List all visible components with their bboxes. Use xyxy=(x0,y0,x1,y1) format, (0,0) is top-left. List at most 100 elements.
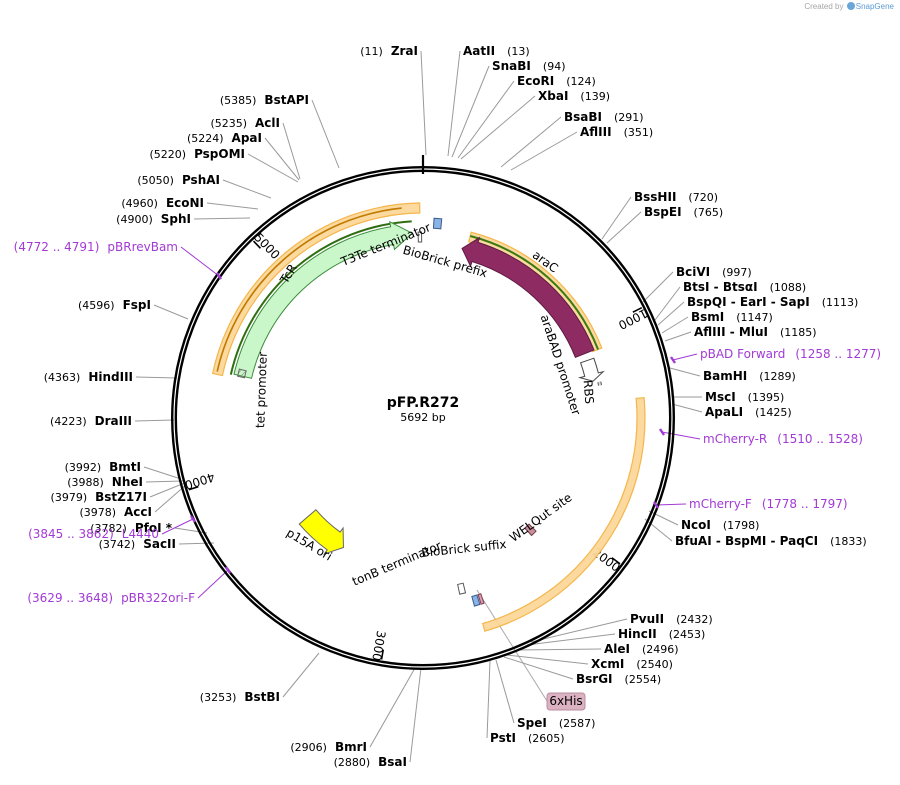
primer-name: L4440 xyxy=(122,527,159,541)
restriction-site-name: BciVI xyxy=(676,265,710,279)
restriction-site-position: (1798) xyxy=(723,519,760,532)
restriction-site-name: BstZ17I xyxy=(95,490,147,504)
feature-araC xyxy=(461,236,595,359)
restriction-site-position: (1395) xyxy=(748,391,785,404)
restriction-site-name: AleI xyxy=(604,642,630,656)
restriction-site-name: AflIII - MluI xyxy=(694,325,768,339)
restriction-site-name: SpeI xyxy=(517,716,547,730)
site-leader-line xyxy=(510,131,578,171)
restriction-site-name: PshAI xyxy=(182,173,220,187)
restriction-site-position: (3988) xyxy=(67,476,104,489)
restriction-site-position: (1289) xyxy=(759,370,796,383)
restriction-site-label: EcoNI(4960) xyxy=(121,196,204,210)
site-leader-line xyxy=(601,196,632,240)
restriction-site-name: BspEI xyxy=(644,205,682,219)
scale-tick xyxy=(252,240,262,249)
restriction-site-name: FspI xyxy=(123,298,151,312)
restriction-site-position: (5224) xyxy=(187,132,224,145)
restriction-site-label: BstZ17I (3979) xyxy=(51,490,147,504)
restriction-site-position: (3782) xyxy=(90,522,127,535)
site-leader-line xyxy=(654,286,681,321)
primer-label: pBRrevBam(4772 .. 4791) xyxy=(14,240,178,254)
restriction-site-label: AleI(2496) xyxy=(604,642,679,656)
restriction-site-name: AflIII xyxy=(580,125,612,139)
restriction-site-position: (765) xyxy=(694,206,724,219)
restriction-site-name: ZraI xyxy=(391,44,418,58)
restriction-site-label: BspQI - EarI - SapI(1113) xyxy=(687,295,858,309)
tcr-orf-line xyxy=(229,220,412,375)
restriction-site-position: (2906) xyxy=(290,741,327,754)
restriction-site-label: ApaI (5224) xyxy=(187,131,262,145)
restriction-site-position: (124) xyxy=(566,75,596,88)
site-leader-line xyxy=(264,137,300,181)
restriction-site-name: AatII xyxy=(463,44,495,58)
site-leader-line xyxy=(134,419,175,422)
restriction-site-label: BspEI (765) xyxy=(644,205,723,219)
restriction-site-label: PspOMI(5220) xyxy=(149,147,245,161)
restriction-site-position: (3979) xyxy=(51,491,88,504)
restriction-site-name: ApaI xyxy=(232,131,262,145)
restriction-site-label: XcmI(2540) xyxy=(591,657,673,671)
restriction-site-label: SnaBI(94) xyxy=(492,59,566,73)
restriction-site-position: (1833) xyxy=(830,535,867,548)
restriction-site-position: (4900) xyxy=(116,213,153,226)
scale-tick-label: 4000 xyxy=(183,470,216,492)
restriction-site-name: MscI xyxy=(705,390,736,404)
site-leader-line xyxy=(143,466,182,480)
site-leader-line xyxy=(282,652,320,698)
restriction-site-label: BsaI(2880) xyxy=(334,755,407,769)
restriction-site-label: XbaI(139) xyxy=(538,89,610,103)
restriction-site-position: (11) xyxy=(360,45,383,58)
restriction-site-label: PvuII(2432) xyxy=(630,612,713,626)
restriction-site-name: BfuAI - BspMI - PaqCI xyxy=(675,534,818,548)
restriction-site-label: NheI(3988) xyxy=(67,475,143,489)
restriction-site-position: (2605) xyxy=(528,732,565,745)
site-leader-line xyxy=(671,403,703,413)
site-leader-line xyxy=(657,301,685,326)
araC-orf-line xyxy=(469,235,600,350)
restriction-site-label: FspI (4596) xyxy=(78,298,151,312)
site-leader-line xyxy=(247,153,299,183)
scale-tick xyxy=(188,485,199,491)
restriction-site-label: BmrI(2906) xyxy=(290,740,367,754)
restriction-site-label: BtsI - BtsαI(1088) xyxy=(683,280,806,294)
site-leader-line xyxy=(661,316,689,334)
restriction-site-name: HindIII xyxy=(88,370,133,384)
restriction-site-position: (4960) xyxy=(121,197,158,210)
restriction-site-label: BciVI(997) xyxy=(676,265,752,279)
restriction-site-position: (3978) xyxy=(79,506,116,519)
restriction-site-label: AccI(3978) xyxy=(79,505,152,519)
restriction-site-position: (2587) xyxy=(559,717,596,730)
site-leader-line xyxy=(282,122,301,180)
restriction-site-position: (2453) xyxy=(669,628,706,641)
site-leader-line xyxy=(222,179,272,199)
restriction-site-name: BstBI xyxy=(244,690,280,704)
site-leader-line xyxy=(644,518,673,542)
site-leader-line xyxy=(664,331,692,342)
restriction-site-name: BsaBI xyxy=(564,110,602,124)
restriction-site-position: (4596) xyxy=(78,299,115,312)
feature-label-WELQut: WELQut site xyxy=(507,490,575,544)
primer-leader-line xyxy=(180,246,220,277)
site-leader-line xyxy=(486,660,491,739)
primer-leader-line xyxy=(661,431,701,440)
restriction-site-name: NcoI xyxy=(681,518,711,532)
restriction-site-position: (1113) xyxy=(822,296,859,309)
restriction-site-name: BsmI xyxy=(691,310,724,324)
restriction-site-label: ZraI (11) xyxy=(360,44,418,58)
restriction-site-label: BstAPI(5385) xyxy=(220,93,309,107)
restriction-site-position: (4223) xyxy=(50,415,87,428)
site-leader-line xyxy=(517,648,602,651)
feature-araBAD xyxy=(577,357,605,382)
primer-range: (3629 .. 3648) xyxy=(27,591,113,605)
restriction-site-position: (5235) xyxy=(210,117,247,130)
restriction-site-name: SnaBI xyxy=(492,59,531,73)
primer-mark xyxy=(216,272,222,280)
restriction-site-label: SacII(3742) xyxy=(99,537,176,551)
restriction-site-name: BsrGI xyxy=(576,672,613,686)
leader-lines xyxy=(134,50,703,763)
site-leader-line xyxy=(193,217,251,220)
primer-mark xyxy=(190,515,196,523)
primer-range: (3845 .. 3862) xyxy=(28,527,114,541)
